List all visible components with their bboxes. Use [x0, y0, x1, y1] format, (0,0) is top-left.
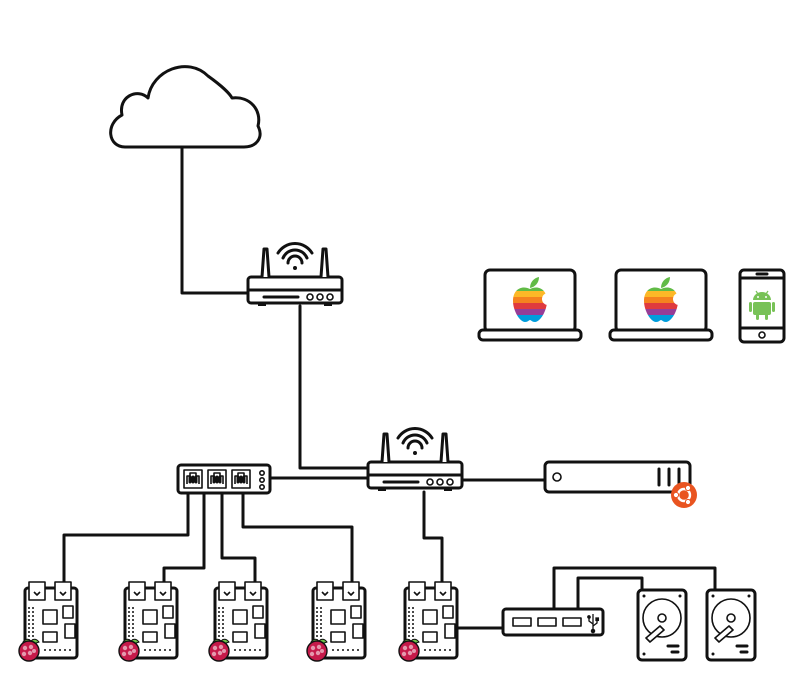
usb-hub-icon — [501, 607, 605, 637]
ubuntu-server-icon — [543, 460, 692, 494]
link-switch-pi-4 — [241, 491, 354, 595]
raspberry-pi-2-icon — [117, 580, 179, 663]
smartphone-icon — [738, 268, 786, 344]
android-icon — [749, 290, 775, 320]
link-router-accesspoint — [298, 304, 370, 470]
internet-cloud-icon — [109, 65, 262, 149]
link-usb-hub-hdd-1 — [576, 576, 644, 611]
ethernet-switch-icon — [176, 463, 272, 495]
hard-drive-2-icon — [705, 588, 757, 662]
link-switch-pi-2 — [162, 491, 206, 595]
ubuntu-icon — [671, 482, 697, 508]
laptop-2-icon — [608, 268, 714, 342]
raspberry-pi-5-icon — [397, 580, 459, 663]
link-switch-pi-1 — [62, 491, 190, 595]
usb-icon — [587, 614, 600, 634]
raspberry-pi-4-icon — [305, 580, 367, 663]
link-usb-hub-hdd-2 — [552, 566, 717, 611]
laptop-1-icon — [477, 268, 583, 342]
apple-rainbow-icon — [644, 277, 685, 322]
link-switch-pi-3 — [220, 491, 257, 595]
raspberry-pi-1-icon — [17, 580, 79, 663]
access-point-icon — [366, 427, 464, 493]
hard-drive-1-icon — [636, 588, 688, 662]
main-router-icon — [246, 242, 344, 308]
link-accesspoint-pi-5 — [422, 490, 444, 595]
apple-rainbow-icon — [513, 277, 554, 322]
link-internet-router — [180, 146, 250, 295]
raspberry-pi-3-icon — [207, 580, 269, 663]
